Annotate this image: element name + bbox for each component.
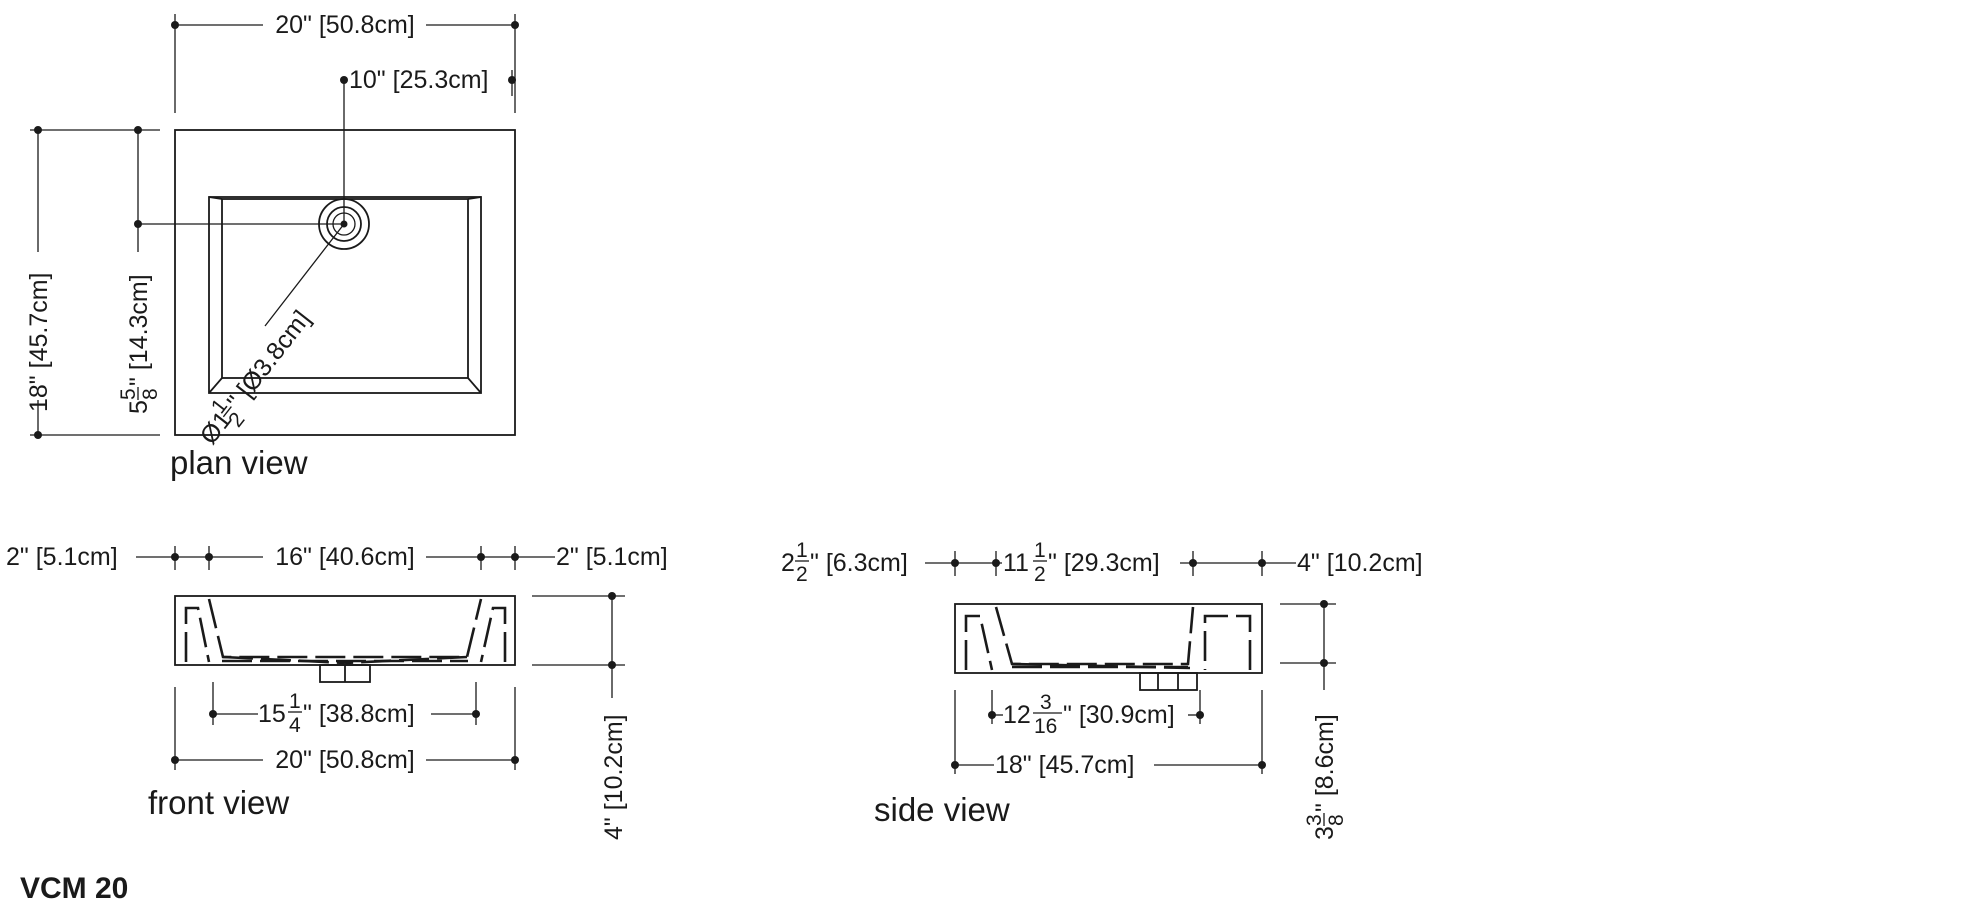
side-body xyxy=(954,603,1263,674)
side-front-rim-label: 2 1 2 " [6.3cm] xyxy=(781,539,908,586)
svg-text:3: 3 xyxy=(1303,814,1326,826)
svg-text:" [8.6cm]: " [8.6cm] xyxy=(1311,714,1339,812)
model-name: VCM 20 xyxy=(20,872,128,905)
plan-outline xyxy=(174,129,516,436)
svg-text:" [29.3cm]: " [29.3cm] xyxy=(1048,549,1160,577)
side-view-label: side view xyxy=(874,791,1010,828)
front-view-label: front view xyxy=(148,784,289,821)
side-height-label: 3 3 8 " [8.6cm] xyxy=(1303,714,1348,840)
svg-text:5: 5 xyxy=(125,400,153,414)
svg-text:1: 1 xyxy=(1034,539,1046,562)
svg-text:1: 1 xyxy=(796,539,808,562)
svg-text:8: 8 xyxy=(139,388,162,400)
front-left-rim-label: 2" [5.1cm] xyxy=(6,543,118,571)
plan-drain-offset-y-label: 5 5 8 " [14.3cm] xyxy=(117,274,162,414)
side-back-rim-label: 4" [10.2cm] xyxy=(1297,549,1423,577)
side-basin-depth-label: 11 1 2 " [29.3cm] xyxy=(1003,539,1160,586)
svg-text:11: 11 xyxy=(1003,549,1029,577)
svg-text:" [14.3cm]: " [14.3cm] xyxy=(125,274,153,386)
svg-text:8: 8 xyxy=(1325,814,1348,826)
plan-view-label: plan view xyxy=(170,444,308,481)
svg-text:3: 3 xyxy=(1311,826,1339,840)
svg-text:2: 2 xyxy=(796,563,808,586)
plan-basin-outer xyxy=(208,196,482,394)
front-basin-width-label: 16" [40.6cm] xyxy=(275,543,415,571)
plan-width-label: 20" [50.8cm] xyxy=(275,11,415,39)
front-view: 2" [5.1cm] 16" [40.6cm] 2" [5.1cm] 15 1 … xyxy=(6,543,668,840)
side-drain-stub xyxy=(1139,672,1198,691)
svg-text:" [38.8cm]: " [38.8cm] xyxy=(303,700,415,728)
plan-depth-label: 18" [45.7cm] xyxy=(25,272,53,412)
svg-text:2: 2 xyxy=(781,549,795,577)
plan-view: 20" [50.8cm] 10" [25.3cm] 18" [45.7cm] 5… xyxy=(25,11,519,481)
svg-text:12: 12 xyxy=(1003,701,1031,729)
svg-text:" [30.9cm]: " [30.9cm] xyxy=(1063,701,1175,729)
front-height-label: 4" [10.2cm] xyxy=(600,714,628,840)
svg-text:5: 5 xyxy=(117,388,140,400)
svg-text:4: 4 xyxy=(289,714,301,737)
plan-drain-offset-x-label: 10" [25.3cm] xyxy=(349,66,489,94)
svg-text:" [6.3cm]: " [6.3cm] xyxy=(810,549,908,577)
front-bottom-width-label: 15 1 4 " [38.8cm] xyxy=(258,690,415,737)
front-body xyxy=(174,595,516,666)
svg-text:16: 16 xyxy=(1034,715,1057,738)
svg-text:15: 15 xyxy=(258,700,286,728)
svg-text:1: 1 xyxy=(289,690,301,713)
svg-text:3: 3 xyxy=(1040,691,1052,714)
side-bottom-depth-label: 12 3 16 " [30.9cm] xyxy=(1003,691,1175,738)
side-overall-depth-label: 18" [45.7cm] xyxy=(995,751,1135,779)
side-view: 2 1 2 " [6.3cm] 11 1 2 " [29.3cm] 4" [10… xyxy=(781,539,1423,840)
front-right-rim-label: 2" [5.1cm] xyxy=(556,543,668,571)
front-overall-width-label: 20" [50.8cm] xyxy=(275,746,415,774)
svg-text:2: 2 xyxy=(1034,563,1046,586)
